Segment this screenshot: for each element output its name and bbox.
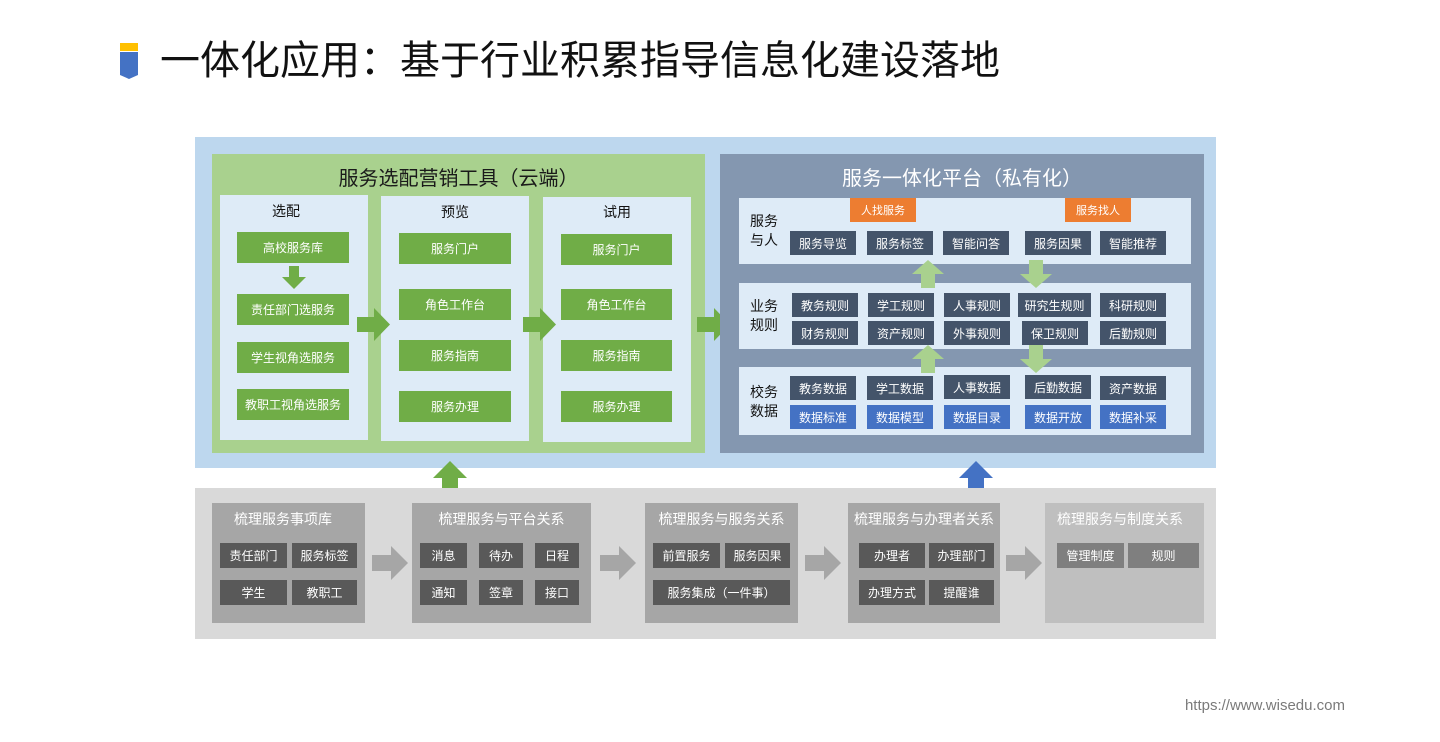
arrow-down-icon <box>282 266 306 289</box>
rule-logistics: 后勤规则 <box>1100 321 1166 345</box>
service-people-label: 服务 与人 <box>750 213 784 251</box>
data-standard: 数据标准 <box>790 405 856 429</box>
group-item: 管理制度 <box>1057 543 1124 568</box>
group-title: 梳理服务事项库 <box>234 512 332 528</box>
school-data-label-text: 校务 数据 <box>750 385 778 420</box>
data-catalog: 数据目录 <box>944 405 1010 429</box>
rule-security: 保卫规则 <box>1022 321 1088 345</box>
university-service-library: 高校服务库 <box>237 232 349 263</box>
group-item: 办理部门 <box>929 543 994 568</box>
rule-graduate: 研究生规则 <box>1018 293 1091 317</box>
title-bookmark-icon <box>120 43 138 79</box>
student-view-select-service: 学生视角选服务 <box>237 342 349 373</box>
arrow-right-icon <box>523 308 556 341</box>
dept-select-service: 责任部门选服务 <box>237 294 349 325</box>
data-assets: 资产数据 <box>1100 376 1166 400</box>
arrow-down-icon <box>1020 260 1052 288</box>
group-item: 学生 <box>220 580 287 605</box>
group-item: 服务因果 <box>725 543 790 568</box>
smart-qa-item: 智能问答 <box>943 231 1009 255</box>
preview-service-handling: 服务办理 <box>399 391 511 422</box>
group-item: 签章 <box>479 580 523 605</box>
group-item: 提醒谁 <box>929 580 994 605</box>
business-rules-label-text: 业务 规则 <box>750 299 778 334</box>
smart-recommend-item: 智能推荐 <box>1100 231 1166 255</box>
group-item: 通知 <box>420 580 467 605</box>
service-tag-item: 服务标签 <box>867 231 933 255</box>
data-open: 数据开放 <box>1025 405 1091 429</box>
footer-url: https://www.wisedu.com <box>1184 697 1345 714</box>
trial-service-portal: 服务门户 <box>561 234 672 265</box>
arrow-up-icon <box>912 260 944 288</box>
group-item: 责任部门 <box>220 543 287 568</box>
arrow-right-icon <box>600 546 636 580</box>
group-title: 梳理服务与办理者关系 <box>854 512 994 528</box>
data-model: 数据模型 <box>867 405 933 429</box>
arrow-right-icon <box>1006 546 1042 580</box>
service-guide-item: 服务导览 <box>790 231 856 255</box>
preview-service-guide: 服务指南 <box>399 340 511 371</box>
group-title: 梳理服务与平台关系 <box>438 512 565 528</box>
rule-personnel: 人事规则 <box>944 293 1010 317</box>
group-item: 前置服务 <box>653 543 720 568</box>
rule-assets: 资产规则 <box>868 321 934 345</box>
group-item: 服务标签 <box>292 543 357 568</box>
group-title: 梳理服务与服务关系 <box>658 512 785 528</box>
staff-view-select-service: 教职工视角选服务 <box>237 389 349 420</box>
trial-service-guide: 服务指南 <box>561 340 672 371</box>
people-find-service-tag: 人找服务 <box>850 198 916 222</box>
business-rules-label: 业务 规则 <box>750 298 784 336</box>
arrow-up-icon <box>912 345 944 373</box>
group-item: 教职工 <box>292 580 357 605</box>
arrow-down-icon <box>1020 345 1052 373</box>
stage-title-select: 选配 <box>272 204 300 220</box>
arrow-right-icon <box>805 546 841 580</box>
trial-service-handling: 服务办理 <box>561 391 672 422</box>
service-causality-item: 服务因果 <box>1025 231 1091 255</box>
group-item: 日程 <box>535 543 579 568</box>
stage-title-preview: 预览 <box>441 205 469 221</box>
arrow-right-icon <box>357 308 390 341</box>
service-find-people-tag: 服务找人 <box>1065 198 1131 222</box>
group-item: 办理方式 <box>859 580 925 605</box>
page-title: 一体化应用：基于行业积累指导信息化建设落地 <box>160 38 1000 84</box>
group-item: 待办 <box>479 543 523 568</box>
preview-service-portal: 服务门户 <box>399 233 511 264</box>
data-supplement: 数据补采 <box>1100 405 1166 429</box>
arrow-up-icon <box>433 461 467 495</box>
trial-role-workbench: 角色工作台 <box>561 289 672 320</box>
rule-research: 科研规则 <box>1100 293 1166 317</box>
group-item: 办理者 <box>859 543 925 568</box>
data-student-affairs: 学工数据 <box>867 376 933 400</box>
service-people-label-text: 服务 与人 <box>750 214 778 249</box>
rule-finance: 财务规则 <box>792 321 858 345</box>
rule-foreign-affairs: 外事规则 <box>944 321 1010 345</box>
group-item: 接口 <box>535 580 579 605</box>
data-logistics: 后勤数据 <box>1025 375 1091 399</box>
arrow-up-icon <box>959 461 993 495</box>
group-item: 服务集成（一件事） <box>653 580 790 605</box>
rule-academic: 教务规则 <box>792 293 858 317</box>
stage-title-trial: 试用 <box>603 205 631 221</box>
data-personnel: 人事数据 <box>944 375 1010 399</box>
preview-role-workbench: 角色工作台 <box>399 289 511 320</box>
group-item: 规则 <box>1128 543 1199 568</box>
arrow-right-icon <box>372 546 408 580</box>
rule-student-affairs: 学工规则 <box>868 293 934 317</box>
school-data-label: 校务 数据 <box>750 384 784 422</box>
group-title: 梳理服务与制度关系 <box>1057 512 1183 528</box>
data-academic: 教务数据 <box>790 376 856 400</box>
cloud-tools-title: 服务选配营销工具（云端） <box>338 165 579 190</box>
group-item: 消息 <box>420 543 467 568</box>
platform-title: 服务一体化平台（私有化） <box>842 165 1082 190</box>
